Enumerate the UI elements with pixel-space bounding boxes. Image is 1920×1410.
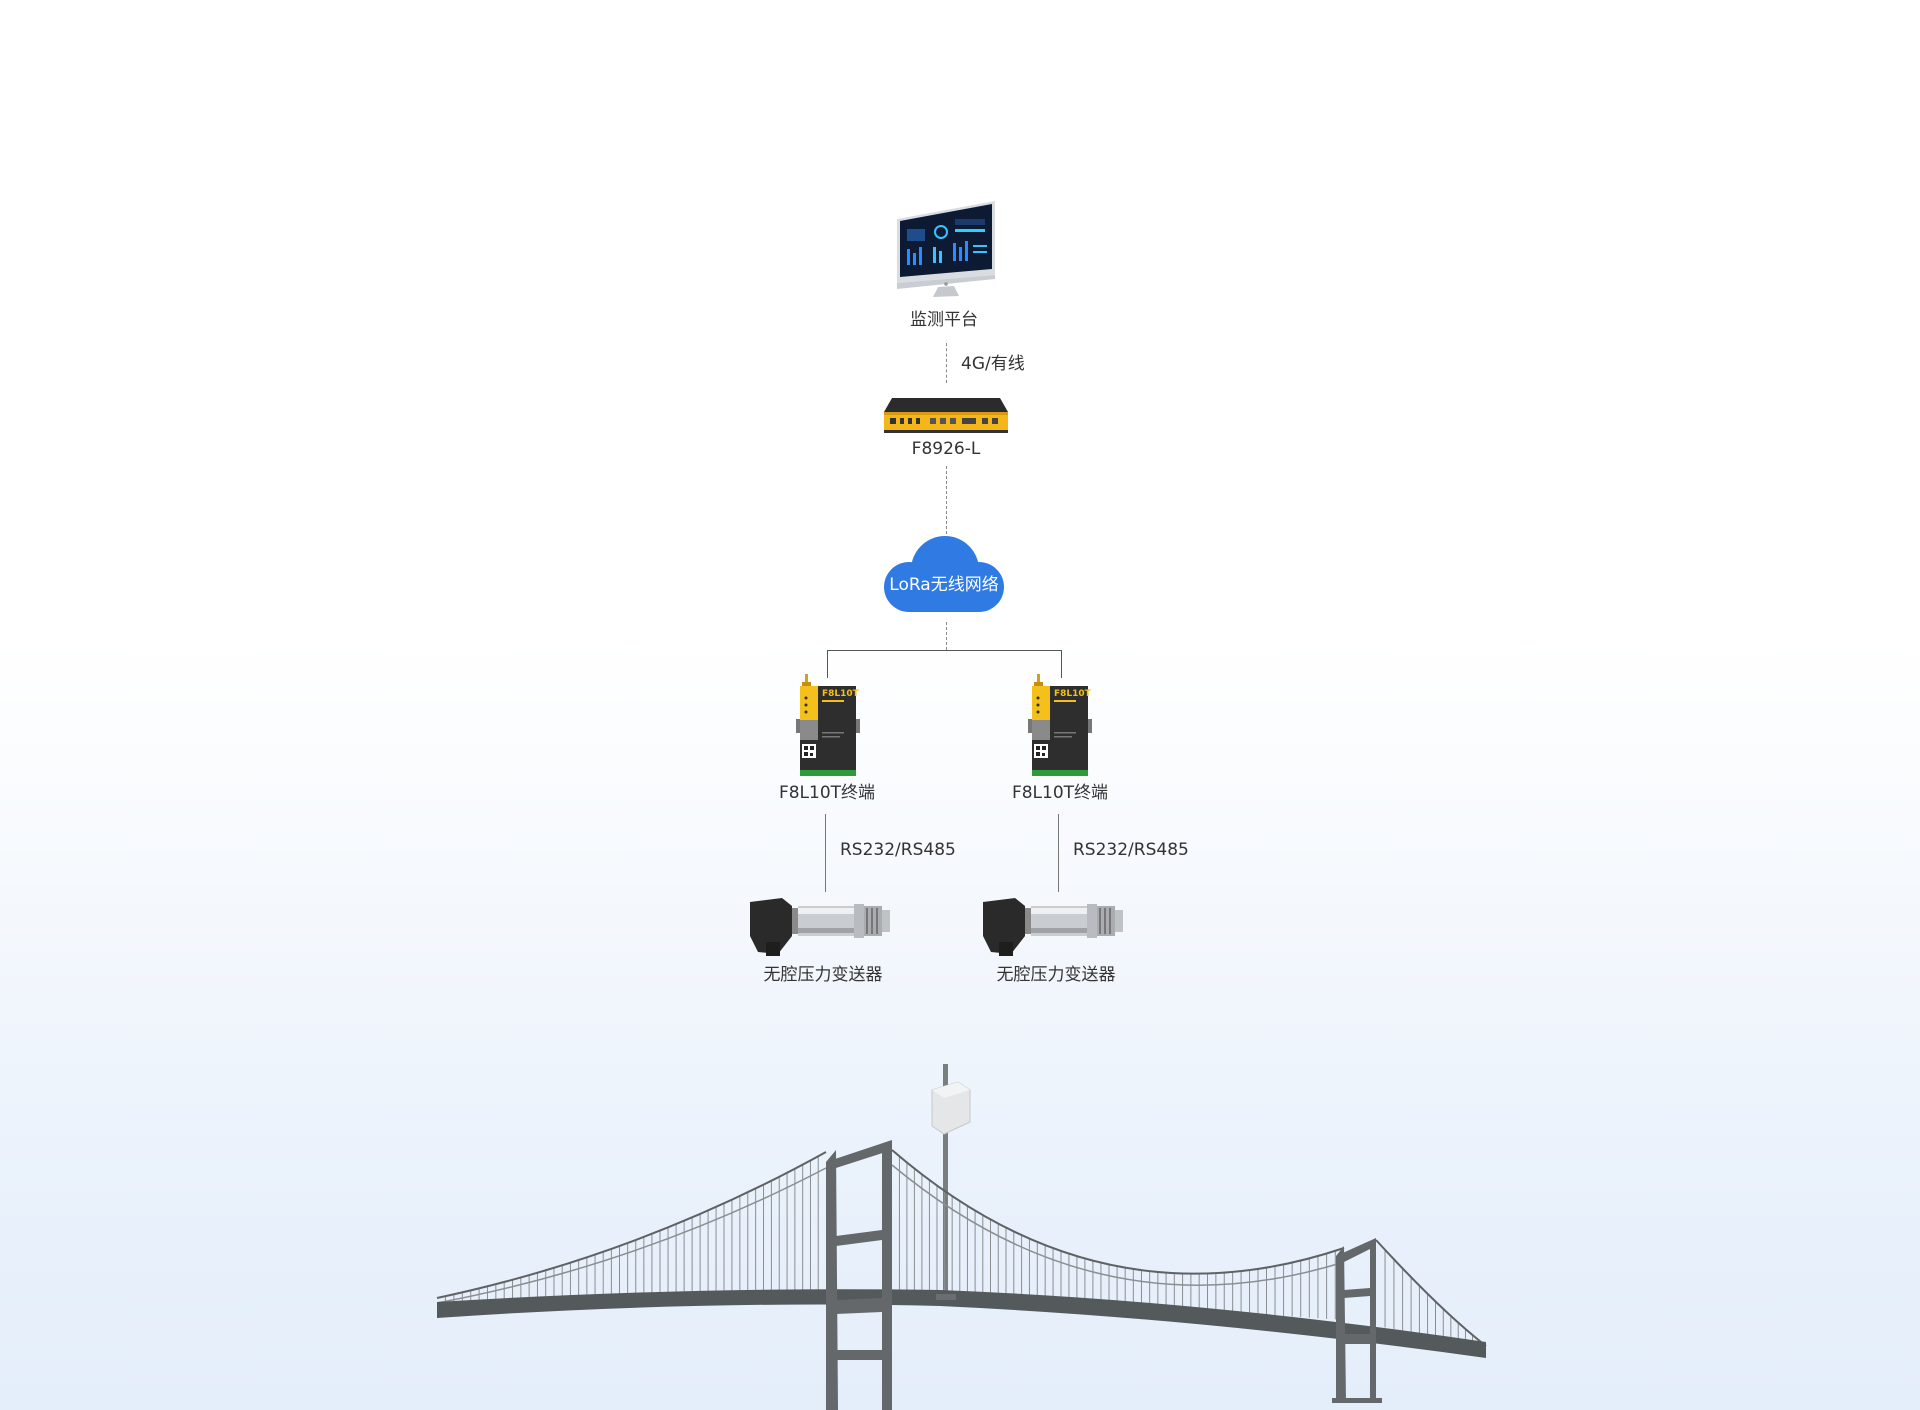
antenna-pole	[943, 1064, 948, 1300]
link-platform-gateway	[946, 343, 947, 383]
split-line	[827, 650, 1061, 651]
sensor-right-label: 无腔压力变送器	[996, 965, 1116, 985]
terminal-right: F8L10T	[1028, 674, 1092, 780]
link-gateway-cloud	[946, 466, 947, 534]
cloud-label: LoRa无线网络	[889, 574, 999, 595]
split-line-right	[1061, 650, 1062, 678]
link-label-rs-left: RS232/RS485	[840, 840, 956, 860]
link-terminal-sensor-left	[825, 814, 826, 892]
router-icon	[884, 398, 1008, 433]
lora-terminal-icon: F8L10T	[796, 674, 860, 776]
left-bridge-tower	[826, 1140, 892, 1410]
sensor-left	[748, 896, 898, 958]
pressure-sensor-icon	[983, 898, 1123, 956]
sensor-right	[981, 896, 1131, 958]
pressure-sensor-icon	[750, 898, 890, 956]
link-label-rs-right: RS232/RS485	[1073, 840, 1189, 860]
monitor-platform	[893, 199, 999, 299]
link-cloud-split	[946, 622, 947, 650]
link-terminal-sensor-right	[1058, 814, 1059, 892]
gateway-router	[882, 396, 1010, 434]
lora-cloud: LoRa无线网络	[879, 532, 1009, 622]
right-bridge-tower	[1332, 1238, 1382, 1403]
platform-label: 监测平台	[910, 310, 978, 330]
terminal-right-label: F8L10T终端	[1011, 783, 1109, 803]
terminal-left-label: F8L10T终端	[778, 783, 876, 803]
link-label-4g: 4G/有线	[961, 354, 1025, 374]
terminal-left: F8L10T	[796, 674, 860, 780]
lora-terminal-icon: F8L10T	[1028, 674, 1092, 776]
device-model-text: F8L10T	[1054, 689, 1092, 699]
device-model-text: F8L10T	[822, 689, 860, 699]
gateway-label: F8926-L	[911, 439, 981, 459]
split-line-left	[827, 650, 828, 678]
cloud-icon	[884, 536, 1004, 612]
sensor-left-label: 无腔压力变送器	[763, 965, 883, 985]
suspension-bridge-illustration	[436, 1064, 1487, 1410]
computer-monitor-icon	[897, 201, 995, 297]
